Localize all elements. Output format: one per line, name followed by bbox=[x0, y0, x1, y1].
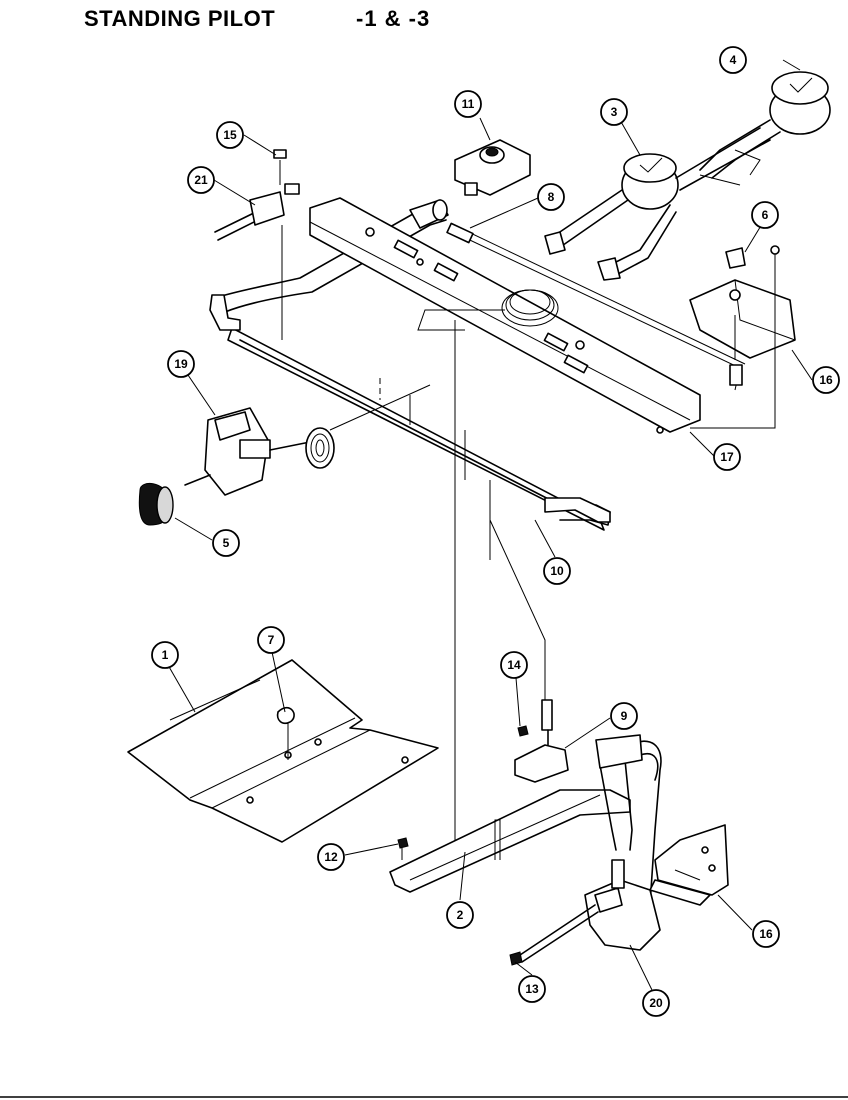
callout-label: 17 bbox=[720, 450, 734, 464]
callout-label: 2 bbox=[457, 908, 464, 922]
callout-7: 7 bbox=[257, 626, 285, 654]
callout-label: 14 bbox=[507, 658, 521, 672]
callout-label: 12 bbox=[324, 850, 338, 864]
callout-label: 6 bbox=[762, 208, 769, 222]
burner-bracket bbox=[309, 197, 701, 434]
callout-3: 3 bbox=[600, 98, 628, 126]
callout-13: 13 bbox=[518, 975, 546, 1003]
baffle-clip bbox=[276, 706, 295, 760]
pilot-screw bbox=[517, 725, 529, 737]
burner-baffle bbox=[127, 659, 439, 843]
igniter-tube bbox=[446, 222, 474, 244]
valve-bolt bbox=[509, 951, 523, 966]
pilot-assembly bbox=[514, 699, 569, 783]
callout-17: 17 bbox=[713, 443, 741, 471]
callout-19: 19 bbox=[167, 350, 195, 378]
callout-9: 9 bbox=[610, 702, 638, 730]
valve-bracket bbox=[649, 824, 729, 906]
callout-4: 4 bbox=[719, 46, 747, 74]
model-suffix: -1 & -3 bbox=[356, 6, 431, 31]
callout-5: 5 bbox=[212, 529, 240, 557]
callout-label: 3 bbox=[611, 105, 618, 119]
callout-6: 6 bbox=[751, 201, 779, 229]
burner-screw bbox=[397, 837, 409, 860]
oven-supply-pipe bbox=[595, 734, 662, 906]
callout-8: 8 bbox=[537, 183, 565, 211]
callout-2: 2 bbox=[446, 901, 474, 929]
callout-15: 15 bbox=[216, 121, 244, 149]
callout-label: 8 bbox=[548, 190, 555, 204]
callout-11: 11 bbox=[454, 90, 482, 118]
gas-line-vertical bbox=[454, 320, 471, 863]
callout-label: 13 bbox=[525, 982, 539, 996]
callout-leaders bbox=[167, 59, 813, 991]
oven-gas-valve bbox=[184, 384, 431, 496]
callout-16-lower: 16 bbox=[752, 920, 780, 948]
control-knob bbox=[138, 482, 174, 526]
callout-20: 20 bbox=[642, 989, 670, 1017]
oven-safety-valve bbox=[519, 859, 661, 963]
shutoff-valve bbox=[214, 149, 300, 340]
top-burner-large bbox=[699, 71, 831, 186]
callout-10: 10 bbox=[543, 557, 571, 585]
burner-tube-left bbox=[209, 199, 449, 331]
thermostat-bracket bbox=[689, 245, 796, 429]
callout-label: 20 bbox=[649, 996, 663, 1010]
oven-burner bbox=[389, 789, 631, 893]
burner-cap-orifice bbox=[454, 139, 531, 196]
callout-21: 21 bbox=[187, 166, 215, 194]
callout-16-upper: 16 bbox=[812, 366, 840, 394]
manifold-pipe bbox=[227, 327, 611, 531]
callout-14: 14 bbox=[500, 651, 528, 679]
page-title: STANDING PILOT bbox=[84, 6, 276, 31]
callout-1: 1 bbox=[151, 641, 179, 669]
callout-label: 9 bbox=[621, 709, 628, 723]
callout-label: 11 bbox=[462, 97, 475, 111]
callout-label: 16 bbox=[819, 373, 833, 387]
gas-line-to-pilot bbox=[489, 519, 546, 700]
callout-label: 7 bbox=[268, 633, 275, 647]
callout-label: 1 bbox=[162, 648, 169, 662]
callout-label: 15 bbox=[223, 128, 237, 142]
callout-label: 5 bbox=[223, 536, 230, 550]
callout-12: 12 bbox=[317, 843, 345, 871]
callout-label: 10 bbox=[550, 564, 564, 578]
callout-label: 16 bbox=[759, 927, 773, 941]
thermostat-capillary-coil bbox=[417, 227, 746, 391]
callout-label: 21 bbox=[194, 173, 208, 187]
callout-label: 19 bbox=[174, 357, 188, 371]
callout-label: 4 bbox=[730, 53, 737, 67]
